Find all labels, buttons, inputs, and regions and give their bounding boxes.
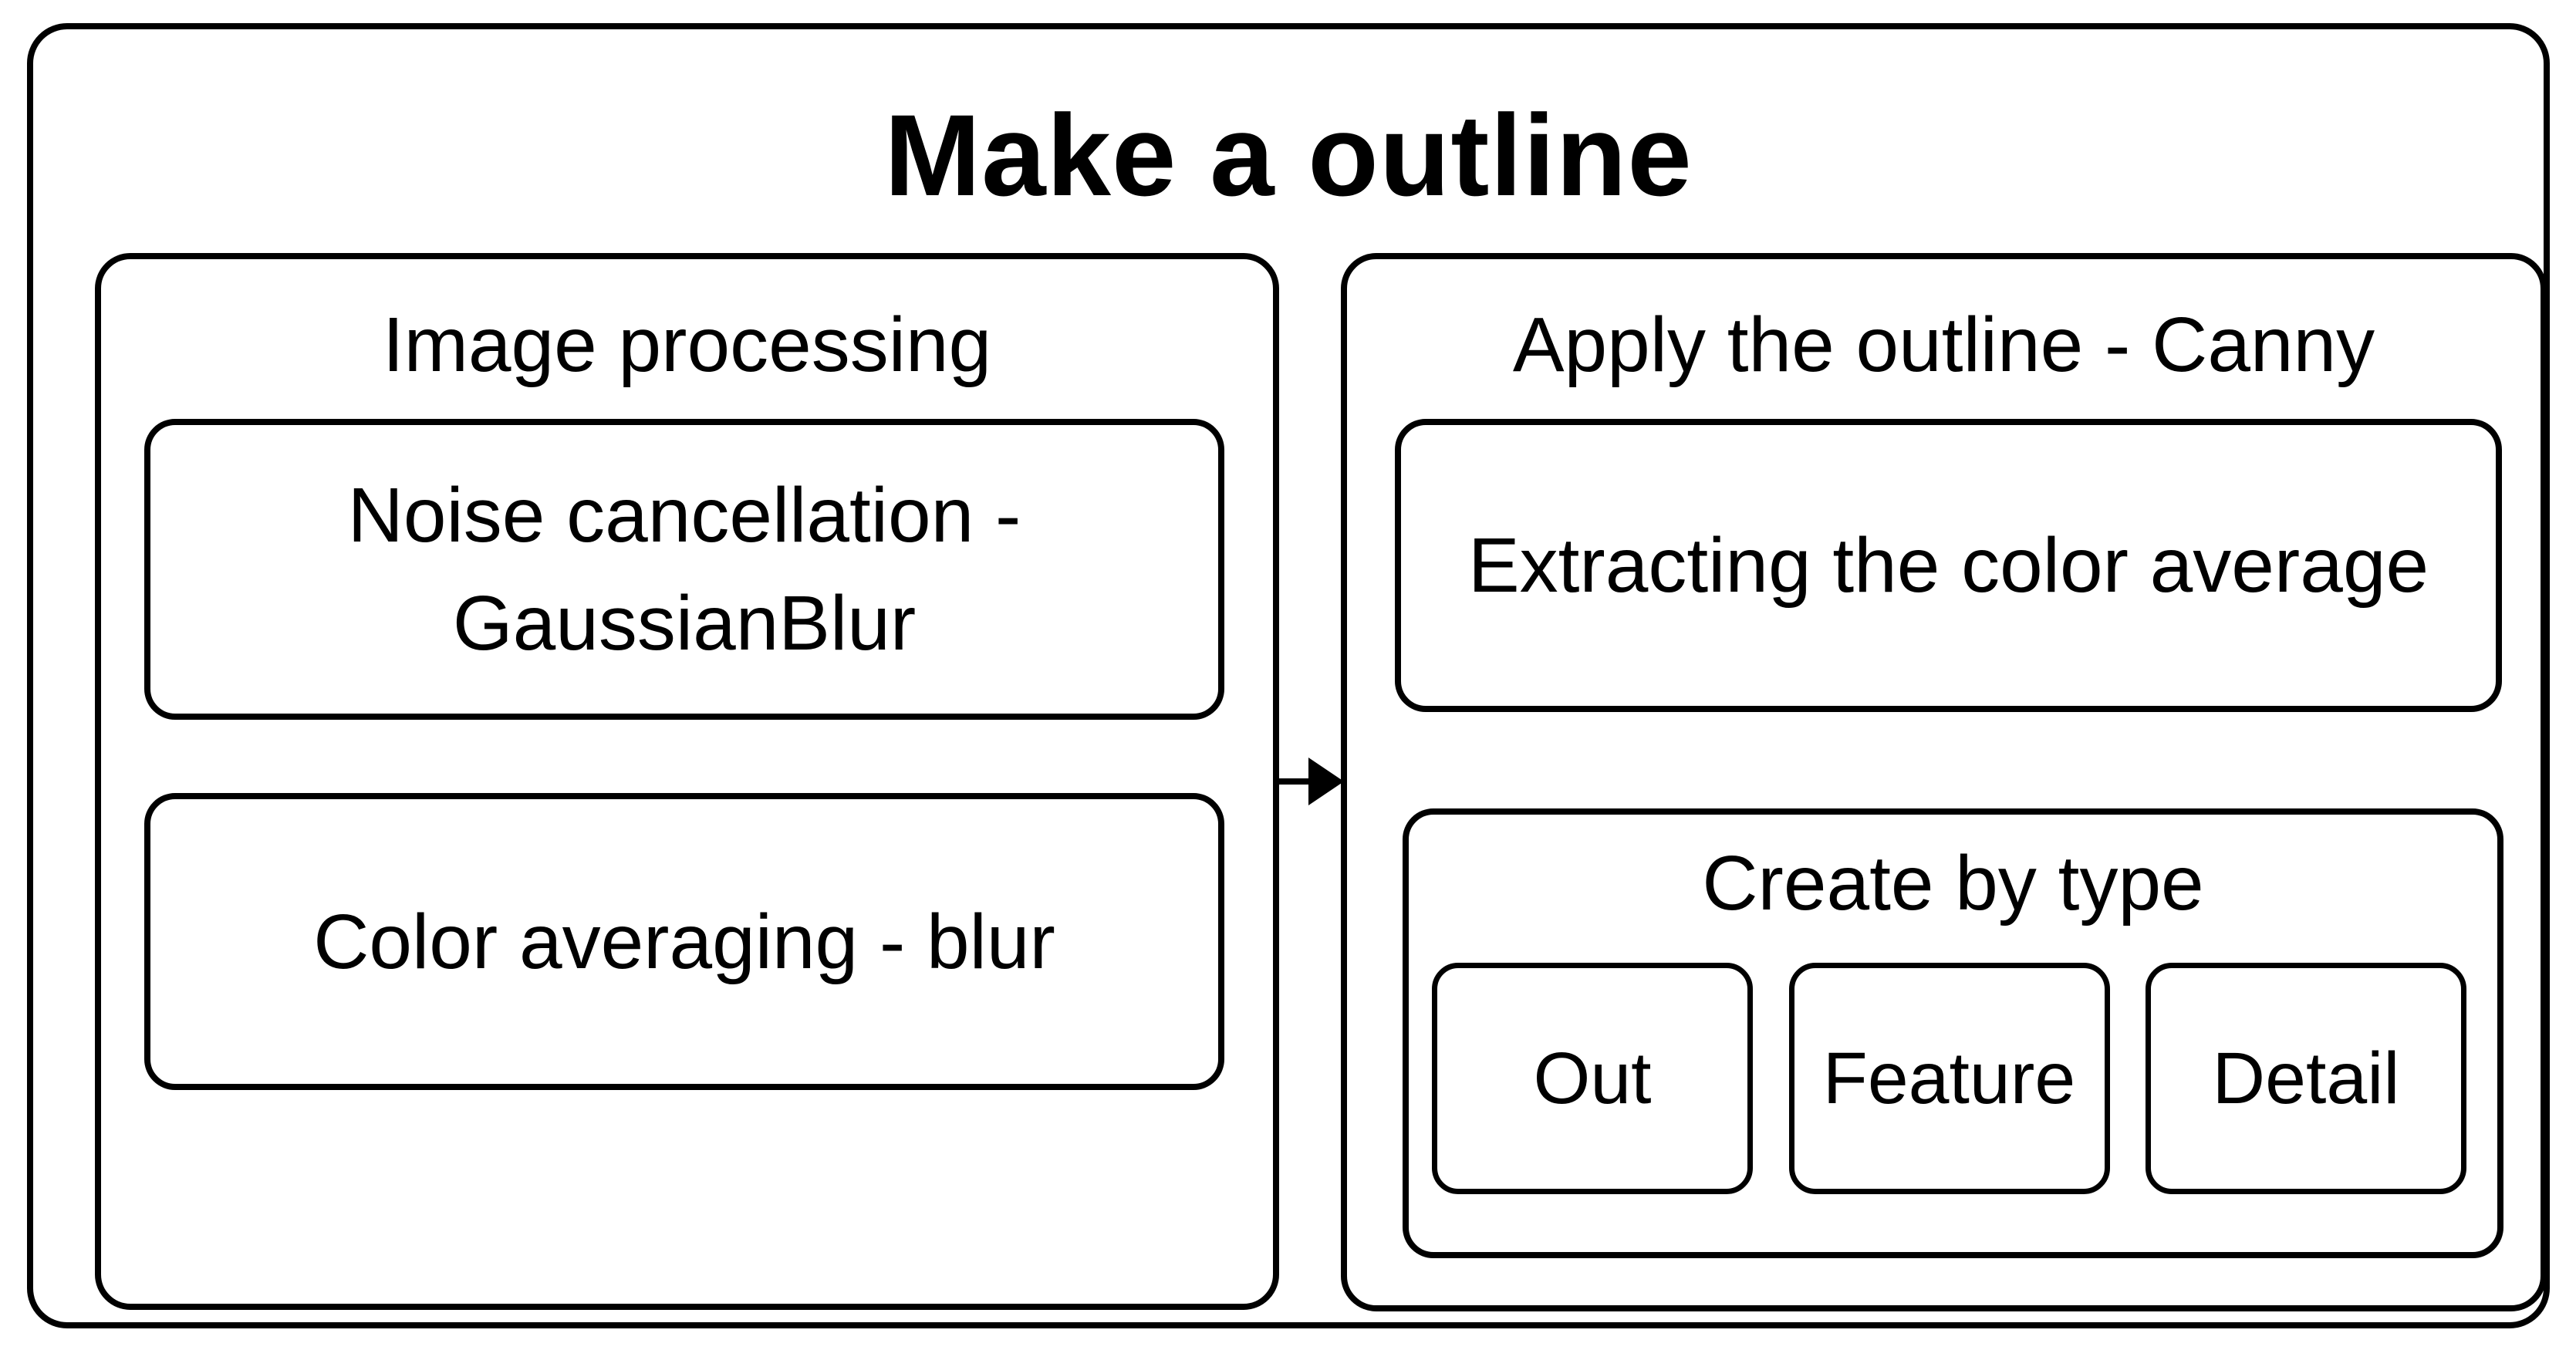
create-by-type-group: Create by type Out Feature Detail (1403, 808, 2503, 1258)
type-options-row: Out Feature Detail (1432, 963, 2466, 1194)
arrow-right-icon (1308, 758, 1344, 805)
type-option-box-feature: Feature (1788, 963, 2110, 1194)
arrow-line (1279, 778, 1319, 785)
diagram-title: Make a outline (884, 90, 1693, 220)
extracting-color-average-box: Extracting the color average (1395, 419, 2502, 712)
flow-arrow (1279, 758, 1344, 805)
image-processing-group: Image processing Noise cancellation - Ga… (95, 253, 1279, 1310)
type-option-out-label: Out (1533, 1037, 1652, 1119)
noise-cancellation-label: Noise cancellation - GaussianBlur (347, 472, 1021, 667)
image-processing-header: Image processing (382, 302, 992, 388)
create-by-type-header: Create by type (1702, 839, 2204, 926)
type-option-detail-label: Detail (2212, 1037, 2400, 1119)
type-option-feature-label: Feature (1822, 1037, 2076, 1119)
color-averaging-label: Color averaging - blur (313, 898, 1055, 985)
type-option-box-out: Out (1432, 963, 1753, 1194)
extracting-color-average-label: Extracting the color average (1467, 522, 2429, 609)
apply-outline-group: Apply the outline - Canny Extracting the… (1341, 253, 2547, 1311)
noise-cancellation-box: Noise cancellation - GaussianBlur (144, 419, 1224, 720)
color-averaging-box: Color averaging - blur (144, 793, 1224, 1090)
apply-outline-header: Apply the outline - Canny (1512, 302, 2375, 388)
make-outline-group: Make a outline Image processing Noise ca… (27, 23, 2550, 1328)
type-option-box-detail: Detail (2146, 963, 2466, 1194)
